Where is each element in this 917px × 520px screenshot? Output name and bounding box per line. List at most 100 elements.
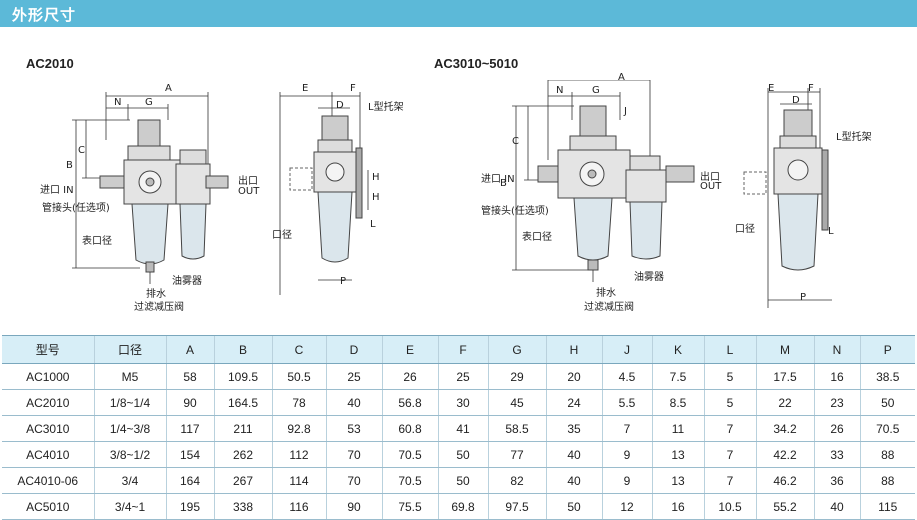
- table-cell: 50.5: [271, 363, 326, 390]
- table-cell: 211: [213, 415, 272, 442]
- column-header: H: [545, 335, 602, 364]
- table-cell: AC4010-06: [2, 467, 94, 494]
- column-header: N: [813, 335, 860, 364]
- table-cell: 12: [601, 493, 652, 520]
- table-cell: 53: [325, 415, 382, 442]
- table-cell: 45: [487, 389, 546, 416]
- column-header: B: [213, 335, 272, 364]
- table-cell: 13: [651, 467, 704, 494]
- table-cell: 8.5: [651, 389, 704, 416]
- table-cell: 3/4: [93, 467, 166, 494]
- table-cell: 7: [703, 441, 756, 468]
- table-cell: 3/8~1/2: [93, 441, 166, 468]
- table-cell: 164.5: [213, 389, 272, 416]
- table-cell: 97.5: [487, 493, 546, 520]
- table-cell: 40: [545, 467, 602, 494]
- column-header: F: [437, 335, 488, 364]
- table-cell: 33: [813, 441, 860, 468]
- table-cell: 50: [545, 493, 602, 520]
- table-cell: 78: [271, 389, 326, 416]
- table-cell: AC3010: [2, 415, 94, 442]
- table-cell: 267: [213, 467, 272, 494]
- table-cell: 75.5: [381, 493, 438, 520]
- section-header: 外形尺寸: [0, 0, 917, 27]
- table-cell: 58: [165, 363, 214, 390]
- column-header: J: [601, 335, 652, 364]
- table-header-row: 型号 口径 A B C D E F G H J K L M N P: [2, 335, 915, 364]
- table-cell: 16: [651, 493, 704, 520]
- table-cell: 7: [601, 415, 652, 442]
- column-header: L: [703, 335, 756, 364]
- table-cell: 7: [703, 415, 756, 442]
- column-header: A: [165, 335, 214, 364]
- table-cell: 112: [271, 441, 326, 468]
- table-cell: 40: [325, 389, 382, 416]
- table-cell: 41: [437, 415, 488, 442]
- table-cell: 82: [487, 467, 546, 494]
- table-cell: 70.5: [381, 441, 438, 468]
- table-cell: 1/4~3/8: [93, 415, 166, 442]
- column-header: C: [271, 335, 326, 364]
- table-cell: 116: [271, 493, 326, 520]
- table-cell: 29: [487, 363, 546, 390]
- table-cell: 114: [271, 467, 326, 494]
- table-cell: 338: [213, 493, 272, 520]
- table-cell: 24: [545, 389, 602, 416]
- table-cell: 70: [325, 467, 382, 494]
- table-cell: 25: [325, 363, 382, 390]
- ac2010-drawing: [72, 92, 369, 295]
- table-cell: AC1000: [2, 363, 94, 390]
- table-cell: 46.2: [755, 467, 814, 494]
- column-header: E: [381, 335, 438, 364]
- table-cell: 55.2: [755, 493, 814, 520]
- table-cell: 16: [813, 363, 860, 390]
- table-cell: 5.5: [601, 389, 652, 416]
- table-cell: 22: [755, 389, 814, 416]
- model-title-left: AC2010: [26, 56, 74, 71]
- table-cell: AC5010: [2, 493, 94, 520]
- table-cell: AC4010: [2, 441, 94, 468]
- column-header: M: [755, 335, 814, 364]
- table-cell: 90: [325, 493, 382, 520]
- table-cell: 26: [381, 363, 438, 390]
- table-cell: 88: [859, 467, 915, 494]
- table-cell: 77: [487, 441, 546, 468]
- table-cell: 4.5: [601, 363, 652, 390]
- table-cell: 5: [703, 363, 756, 390]
- table-cell: 70: [325, 441, 382, 468]
- table-cell: 35: [545, 415, 602, 442]
- table-cell: 40: [545, 441, 602, 468]
- table-cell: 5: [703, 389, 756, 416]
- table-cell: 10.5: [703, 493, 756, 520]
- column-header: G: [487, 335, 546, 364]
- table-cell: 50: [859, 389, 915, 416]
- table-cell: AC2010: [2, 389, 94, 416]
- dimension-table: 型号 口径 A B C D E F G H J K L M N P AC1000…: [2, 335, 915, 520]
- table-cell: 9: [601, 467, 652, 494]
- table-cell: 13: [651, 441, 704, 468]
- table-cell: 30: [437, 389, 488, 416]
- table-cell: 25: [437, 363, 488, 390]
- table-cell: 34.2: [755, 415, 814, 442]
- table-cell: 36: [813, 467, 860, 494]
- table-cell: 20: [545, 363, 602, 390]
- table-cell: 154: [165, 441, 214, 468]
- table-cell: 50: [437, 441, 488, 468]
- table-cell: 90: [165, 389, 214, 416]
- table-cell: 70.5: [859, 415, 915, 442]
- table-cell: 92.8: [271, 415, 326, 442]
- column-header: P: [859, 335, 915, 364]
- table-cell: 1/8~1/4: [93, 389, 166, 416]
- table-cell: 109.5: [213, 363, 272, 390]
- column-header: 型号: [2, 335, 94, 364]
- column-header: D: [325, 335, 382, 364]
- table-cell: 26: [813, 415, 860, 442]
- table-cell: 3/4~1: [93, 493, 166, 520]
- table-cell: 42.2: [755, 441, 814, 468]
- table-cell: 164: [165, 467, 214, 494]
